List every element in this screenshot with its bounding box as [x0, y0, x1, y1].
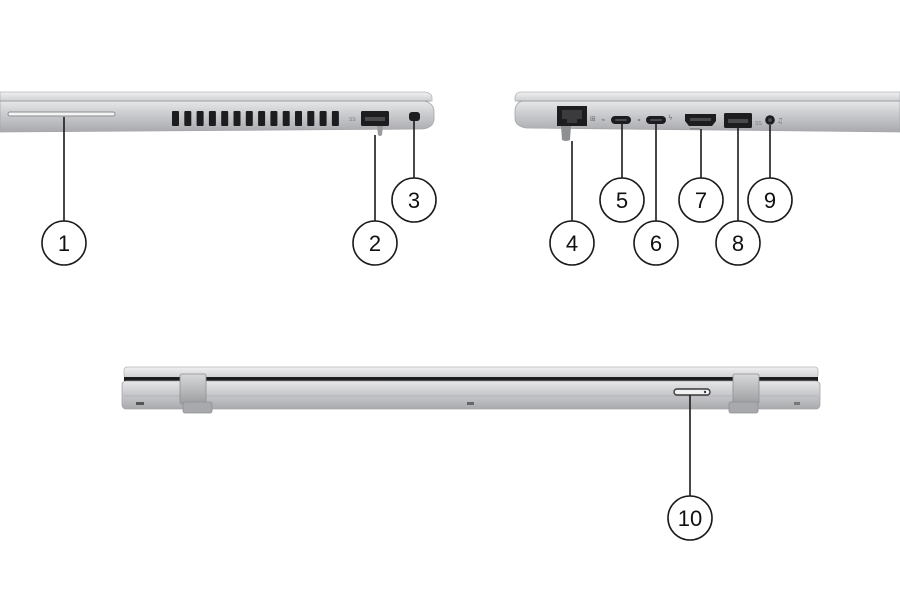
svg-text:ϟ: ϟ [668, 114, 673, 122]
vent-slot [172, 111, 179, 126]
svg-text:SS: SS [349, 117, 356, 123]
svg-text:♫: ♫ [777, 117, 783, 125]
callout-3: 3 [391, 177, 437, 223]
vent-slot [282, 111, 290, 126]
vent-slot [295, 111, 302, 126]
left-side-view: SS [0, 91, 435, 136]
callout-10: 10 [667, 495, 713, 541]
vent-slot [233, 111, 241, 126]
vent-slot [184, 111, 192, 126]
rear-view [121, 366, 821, 414]
callout-number-10: 10 [678, 506, 702, 531]
callout-number-4: 4 [566, 231, 578, 256]
callout-5: 5 [599, 177, 645, 223]
svg-text:⌁: ⌁ [601, 116, 605, 124]
callout-number-3: 3 [408, 188, 420, 213]
callout-number-6: 6 [650, 231, 662, 256]
callout-1: 1 [41, 220, 87, 266]
vent-slot [221, 111, 229, 126]
callout-number-1: 1 [58, 231, 70, 256]
usb-c-port-1: ⌁ [601, 116, 631, 124]
callout-number-7: 7 [695, 188, 707, 213]
vent-slot [245, 111, 253, 126]
vent-slot [196, 111, 204, 126]
vent-grille [172, 111, 339, 126]
right-side-view: ⊞ ⌁ ϟ SS ♫ [514, 91, 900, 141]
vent-slot [307, 111, 315, 126]
callout-7: 7 [678, 177, 724, 223]
vent-slot [319, 111, 327, 126]
usb-a-port-left: SS [349, 111, 389, 136]
audio-jack: ♫ [765, 115, 783, 125]
smart-card-slot [7, 111, 116, 117]
nano-sim-slot [673, 388, 711, 396]
hdmi-port [685, 114, 716, 130]
vent-slot [331, 111, 339, 126]
usb-c-thunderbolt-port: ϟ [646, 114, 673, 124]
callout-4: 4 [549, 220, 595, 266]
callout-number-2: 2 [369, 231, 381, 256]
svg-text:SS: SS [755, 121, 762, 127]
svg-text:⊞: ⊞ [590, 115, 596, 123]
callout-9: 9 [747, 177, 793, 223]
callouts [63, 117, 771, 496]
callout-number-8: 8 [732, 231, 744, 256]
right-hinge [728, 373, 760, 414]
ethernet-port: ⊞ [557, 106, 596, 141]
callout-8: 8 [715, 220, 761, 266]
callout-2: 2 [352, 220, 398, 266]
vent-slot [208, 111, 216, 126]
usb-a-port-right: SS [724, 113, 762, 128]
vent-slot [258, 111, 266, 126]
callout-6: 6 [633, 220, 679, 266]
callout-number-9: 9 [764, 188, 776, 213]
callout-number-5: 5 [616, 188, 628, 213]
callout-markers: 1 2 3 4 5 6 7 8 [41, 177, 793, 541]
security-lock-slot [409, 112, 420, 121]
left-hinge [179, 373, 213, 414]
vent-slot [270, 111, 278, 126]
